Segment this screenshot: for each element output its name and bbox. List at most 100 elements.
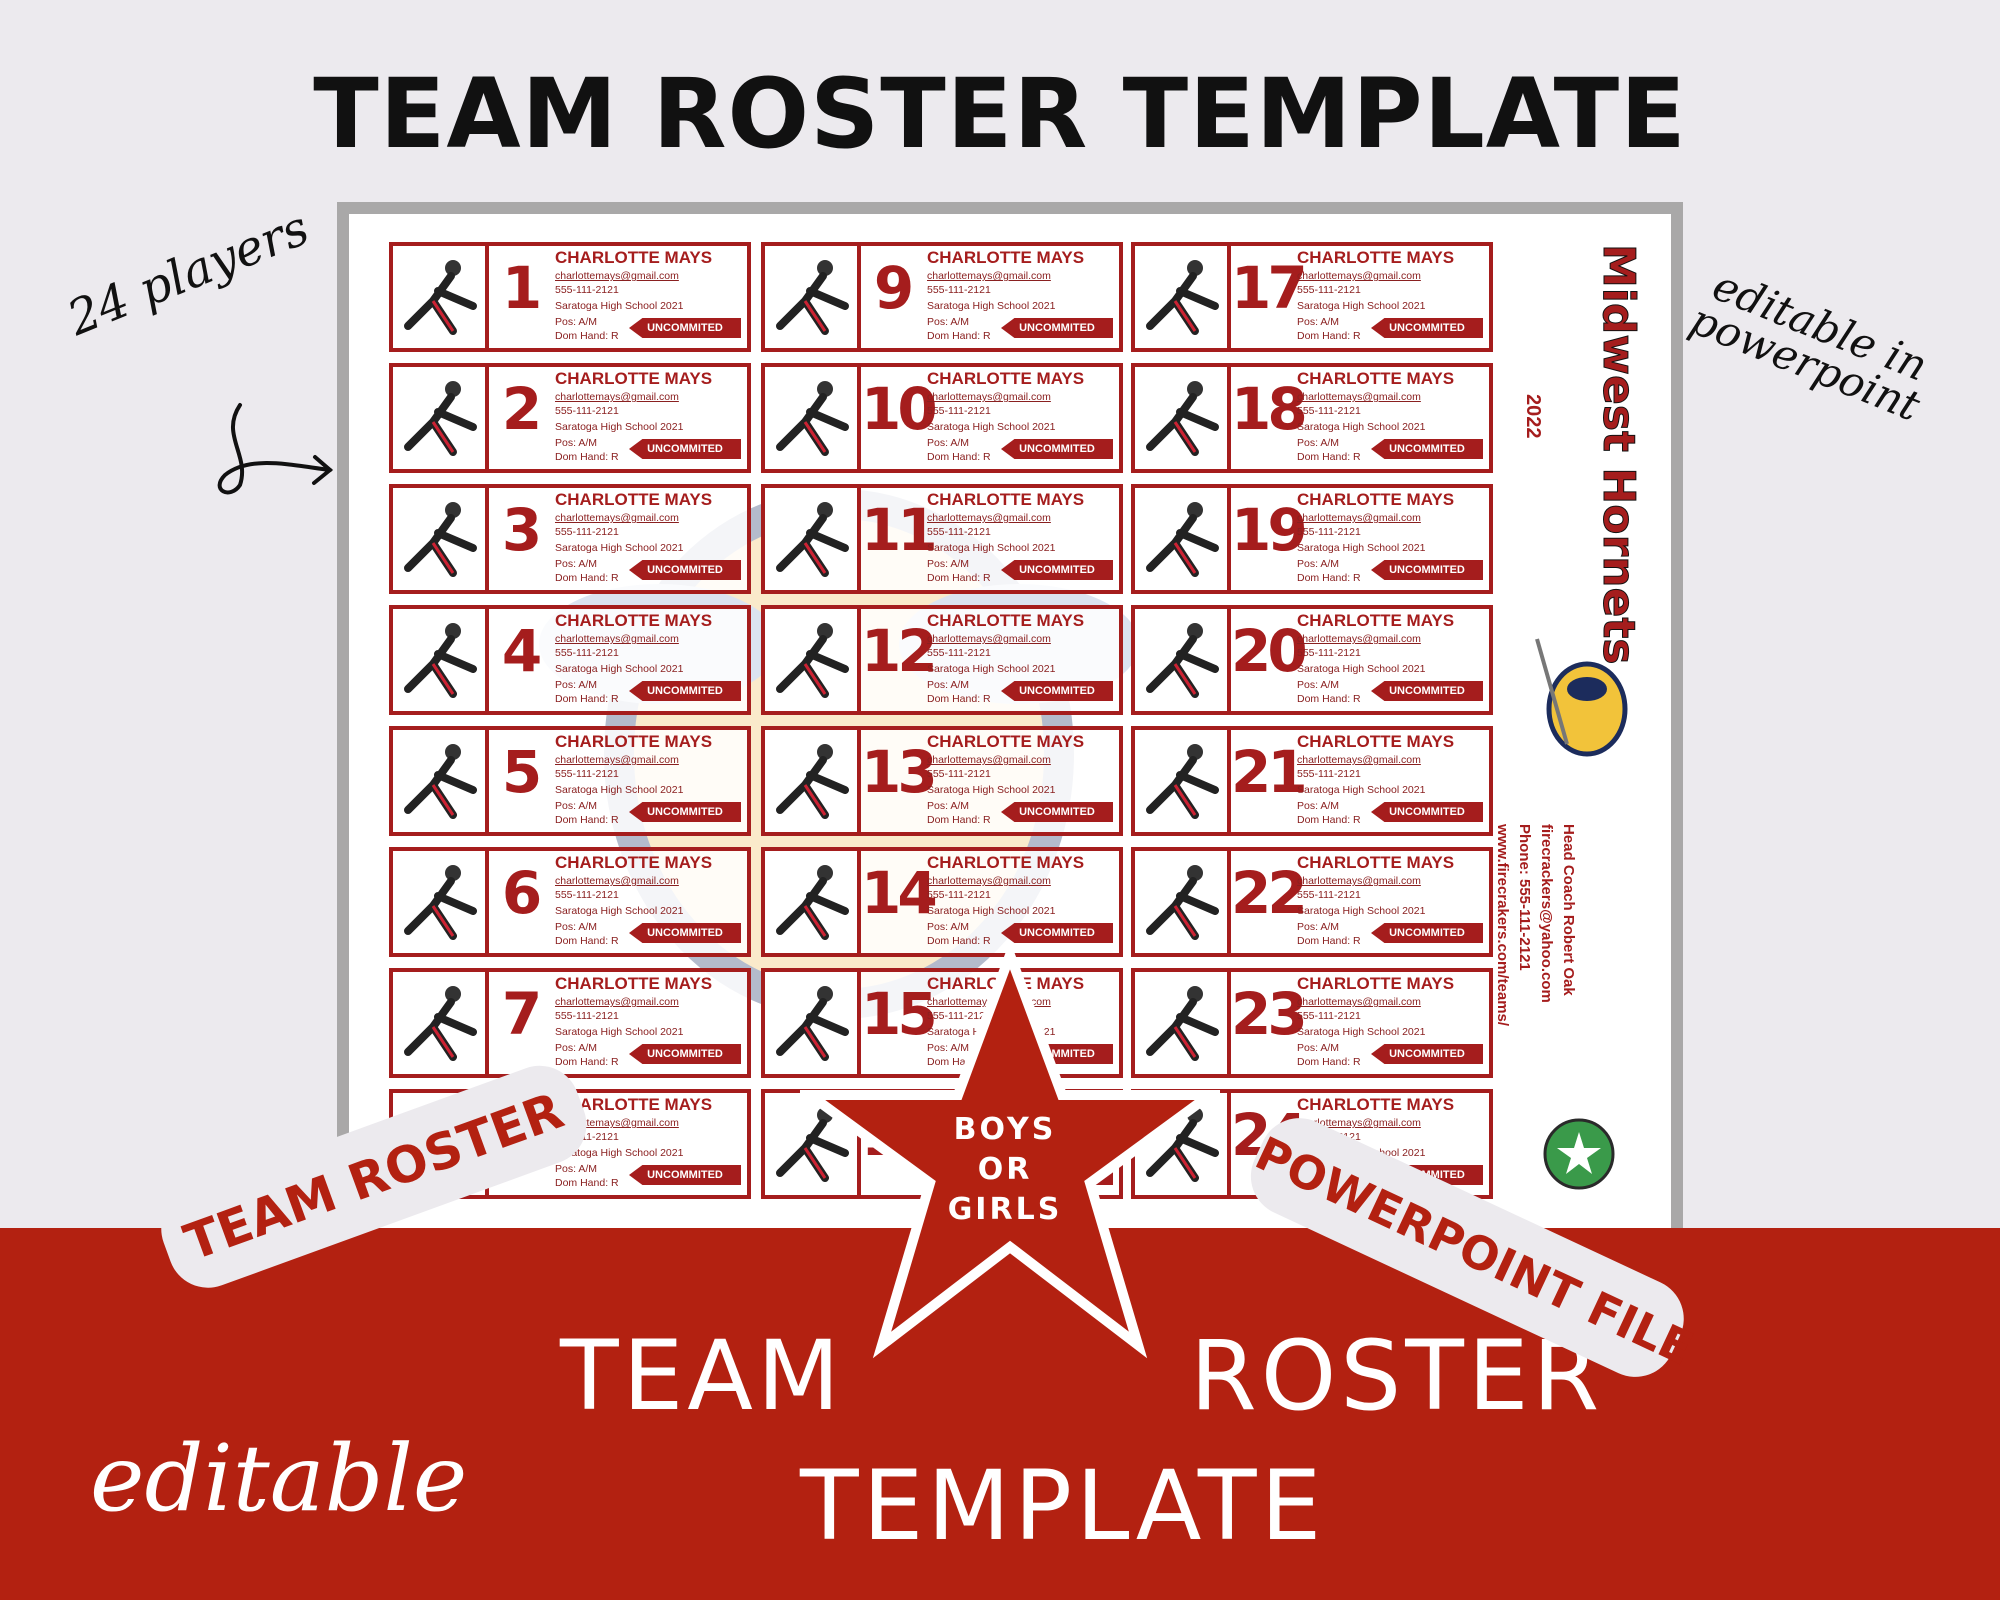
star-line-or: OR xyxy=(977,1152,1033,1187)
player-phone: 555-111-2121 xyxy=(1297,405,1361,417)
jersey-number: 9 xyxy=(873,254,914,322)
jersey-number: 18 xyxy=(1231,375,1308,443)
player-name: CHARLOTTE MAYS xyxy=(555,974,713,993)
player-phone: 555-111-2121 xyxy=(1297,284,1361,296)
player-position: Pos: A/M xyxy=(927,679,970,691)
jersey-number: 10 xyxy=(861,375,938,443)
player-hand: Dom Hand: R xyxy=(555,693,619,705)
jersey-number: 7 xyxy=(501,980,542,1048)
jersey-number: 17 xyxy=(1231,254,1308,322)
player-position: Pos: A/M xyxy=(555,800,598,812)
player-school: Saratoga High School 2021 xyxy=(1297,663,1426,675)
status-badge: UNCOMMITED xyxy=(629,802,741,822)
player-hand: Dom Hand: R xyxy=(555,572,619,584)
player-position: Pos: A/M xyxy=(555,316,598,328)
status-badge: UNCOMMITED xyxy=(1371,923,1483,943)
contact-email: firecrackers@yahoo.com xyxy=(1538,824,1555,1003)
player-email: charlottemays@gmail.com xyxy=(555,875,679,887)
jersey-number: 4 xyxy=(501,617,542,685)
player-photo xyxy=(393,488,489,590)
player-school: Saratoga High School 2021 xyxy=(927,905,1056,917)
player-hand: Dom Hand: R xyxy=(1297,330,1361,342)
player-hand: Dom Hand: R xyxy=(555,1056,619,1068)
status-badge: UNCOMMITED xyxy=(1371,681,1483,701)
player-photo xyxy=(393,246,489,348)
jersey-number: 1 xyxy=(501,254,542,322)
player-phone: 555-111-2121 xyxy=(1297,768,1361,780)
player-email: charlottemays@gmail.com xyxy=(555,996,679,1008)
player-email: charlottemays@gmail.com xyxy=(555,270,679,282)
status-badge: UNCOMMITED xyxy=(1001,923,1113,943)
player-hand: Dom Hand: R xyxy=(927,935,991,947)
player-photo xyxy=(393,609,489,711)
player-photo xyxy=(393,972,489,1074)
status-badge: UNCOMMITED xyxy=(1371,802,1483,822)
player-name: CHARLOTTE MAYS xyxy=(555,732,713,751)
player-photo xyxy=(1135,609,1231,711)
player-email: charlottemays@gmail.com xyxy=(927,512,1051,524)
player-position: Pos: A/M xyxy=(555,921,598,933)
player-position: Pos: A/M xyxy=(927,921,970,933)
player-hand: Dom Hand: R xyxy=(1297,451,1361,463)
player-school: Saratoga High School 2021 xyxy=(555,784,684,796)
player-name: CHARLOTTE MAYS xyxy=(1297,853,1455,872)
player-phone: 555-111-2121 xyxy=(555,647,619,659)
banner-word-roster: ROSTER xyxy=(1190,1320,1604,1432)
player-school: Saratoga High School 2021 xyxy=(555,421,684,433)
player-name: CHARLOTTE MAYS xyxy=(927,248,1085,267)
player-hand: Dom Hand: R xyxy=(927,693,991,705)
player-school: Saratoga High School 2021 xyxy=(927,300,1056,312)
player-position: Pos: A/M xyxy=(927,1042,970,1054)
player-name: CHARLOTTE MAYS xyxy=(927,369,1085,388)
status-badge: UNCOMMITED xyxy=(1371,1044,1483,1064)
status-badge: UNCOMMITED xyxy=(629,1165,741,1185)
coach-contact: Head Coach Robert Oak firecrackers@yahoo… xyxy=(1491,824,1579,1026)
player-photo xyxy=(765,246,861,348)
player-phone: 555-111-2121 xyxy=(927,405,991,417)
player-phone: 555-111-2121 xyxy=(1297,526,1361,538)
jersey-number: 21 xyxy=(1231,738,1308,806)
player-phone: 555-111-2121 xyxy=(1297,647,1361,659)
player-email: charlottemays@gmail.com xyxy=(927,391,1051,403)
jersey-number: 3 xyxy=(501,496,542,564)
player-phone: 555-111-2121 xyxy=(927,1010,991,1022)
player-school: Saratoga High School 2021 xyxy=(555,1147,684,1159)
player-school: Saratoga High School 2021 xyxy=(927,784,1056,796)
player-email: charlottemays@gmail.com xyxy=(1297,512,1421,524)
editable-script: editable xyxy=(90,1425,468,1532)
status-badge: UNCOMMITED xyxy=(629,439,741,459)
player-name: CHARLOTTE MAYS xyxy=(1297,974,1455,993)
star-badge-text: BOYS OR GIRLS xyxy=(925,1110,1085,1230)
player-name: CHARLOTTE MAYS xyxy=(927,611,1085,630)
player-phone: 555-111-2121 xyxy=(1297,1010,1361,1022)
status-badge: UNCOMMITED xyxy=(1371,318,1483,338)
player-position: Pos: A/M xyxy=(555,679,598,691)
player-school: Saratoga High School 2021 xyxy=(555,542,684,554)
player-school: Saratoga High School 2021 xyxy=(555,905,684,917)
jersey-number: 12 xyxy=(861,617,938,685)
player-hand: Dom Hand: R xyxy=(927,814,991,826)
star-line-boys: BOYS xyxy=(953,1112,1057,1147)
player-hand: Dom Hand: R xyxy=(1297,693,1361,705)
season-year: 2022 xyxy=(1522,394,1544,439)
player-phone: 555-111-2121 xyxy=(927,284,991,296)
jersey-number: 2 xyxy=(501,375,542,443)
player-photo xyxy=(765,851,861,953)
player-hand: Dom Hand: R xyxy=(1297,935,1361,947)
player-email: charlottemays@gmail.com xyxy=(927,633,1051,645)
player-photo xyxy=(1135,730,1231,832)
player-name: CHARLOTTE MAYS xyxy=(555,248,713,267)
player-position: Pos: A/M xyxy=(927,800,970,812)
player-email: charlottemays@gmail.com xyxy=(1297,633,1421,645)
player-hand: Dom Hand: R xyxy=(555,814,619,826)
player-name: CHARLOTTE MAYS xyxy=(555,611,713,630)
